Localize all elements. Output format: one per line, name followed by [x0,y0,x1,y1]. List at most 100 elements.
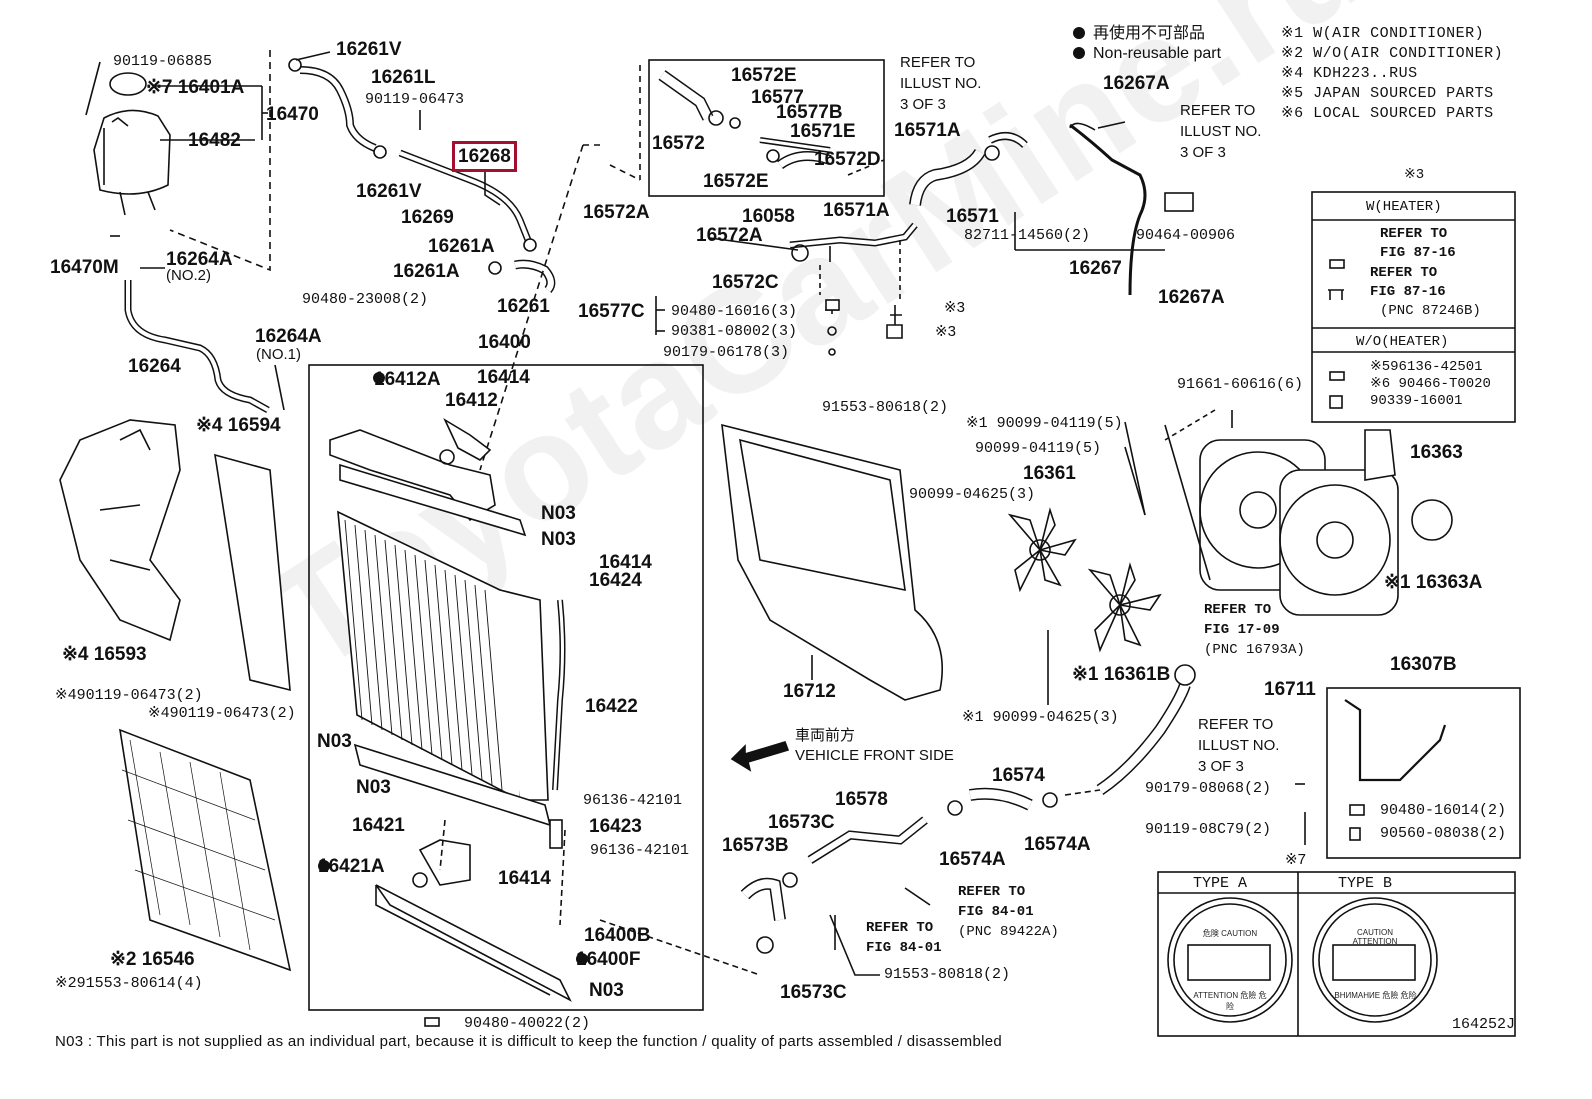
part-16482[interactable]: 16482 [188,130,241,151]
part-90480-23008[interactable]: 90480-23008(2) [302,291,429,308]
part-16414-bottom[interactable]: 16414 [498,868,551,889]
part-91661-60616[interactable]: 91661-60616(6) [1177,376,1304,393]
part-16058[interactable]: 16058 [742,206,795,227]
part-16414-top[interactable]: 16414 [477,367,530,388]
part-90099-04625-ac[interactable]: ※1 90099-04625(3) [962,709,1119,726]
part-16412[interactable]: 16412 [445,390,498,411]
part-90560-08038[interactable]: 90560-08038(2) [1380,825,1507,842]
part-16261A-upper[interactable]: 16261A [428,236,495,257]
heater-wo-line2[interactable]: ※6 90466-T0020 [1370,376,1491,392]
part-16400[interactable]: 16400 [478,332,531,353]
heater-w-fig1[interactable]: FIG 87-16 [1380,245,1456,261]
part-16363[interactable]: 16363 [1410,442,1463,463]
part-16573C-bottom[interactable]: 16573C [780,982,847,1003]
part-N03-c[interactable]: N03 [317,731,352,752]
part-16593[interactable]: ※4 16593 [62,644,147,665]
part-16361B[interactable]: ※1 16361B [1072,664,1171,685]
part-90381-08002[interactable]: 90381-08002(3) [671,323,798,340]
part-16424[interactable]: 16424 [589,570,642,591]
part-90464-00906[interactable]: 90464-00906 [1136,227,1236,244]
part-16261V-top[interactable]: 16261V [336,39,402,60]
part-90179-06178[interactable]: 90179-06178(3) [663,344,790,361]
part-16594[interactable]: ※4 16594 [196,415,281,436]
part-16577B[interactable]: 16577B [776,102,843,123]
part-90480-40022[interactable]: 90480-40022(2) [464,1015,591,1032]
part-N03-e[interactable]: N03 [589,980,624,1001]
part-16268-highlighted[interactable]: 16268 [452,141,517,172]
part-16470[interactable]: 16470 [266,104,319,125]
part-16572C[interactable]: 16572C [712,272,779,293]
part-16546[interactable]: ※2 16546 [110,949,195,970]
part-16264A-no1[interactable]: 16264A [255,326,322,347]
part-16712[interactable]: 16712 [783,681,836,702]
part-96136-42101-a[interactable]: 96136-42101 [583,792,683,809]
part-N03-b[interactable]: N03 [541,529,576,550]
part-N03-a[interactable]: N03 [541,503,576,524]
part-16577C[interactable]: 16577C [578,301,645,322]
part-N03-d[interactable]: N03 [356,777,391,798]
part-16572A-b[interactable]: 16572A [696,225,763,246]
part-16578[interactable]: 16578 [835,789,888,810]
part-16422[interactable]: 16422 [585,696,638,717]
part-16571[interactable]: 16571 [946,206,999,227]
part-90119-06473[interactable]: 90119-06473 [365,91,465,108]
part-16261A-lower[interactable]: 16261A [393,261,460,282]
part-16264[interactable]: 16264 [128,356,181,377]
part-16400F[interactable]: 16400F [576,949,641,970]
heater-w-fig2[interactable]: FIG 87-16 [1370,284,1446,300]
part-16572E-b[interactable]: 16572E [703,171,769,192]
part-16574[interactable]: 16574 [992,765,1045,786]
part-16267A-top[interactable]: 16267A [1103,73,1170,94]
part-16571A-b[interactable]: 16571A [894,120,961,141]
part-16414-mid[interactable]: 16414 [599,552,652,573]
part-90119-08C79[interactable]: 90119-08C79(2) [1145,821,1272,838]
part-91553-80618[interactable]: 91553-80618(2) [822,399,949,416]
part-90179-08068[interactable]: 90179-08068(2) [1145,780,1272,797]
part-91553-80614[interactable]: ※291553-80614(4) [55,975,203,992]
part-90480-16016[interactable]: 90480-16016(3) [671,303,798,320]
part-16261V-bottom[interactable]: 16261V [356,181,422,202]
part-16423[interactable]: 16423 [589,816,642,837]
part-90099-04625[interactable]: 90099-04625(3) [909,486,1036,503]
heater-w-ref1[interactable]: REFER TO [1380,226,1448,242]
part-16573C-top[interactable]: 16573C [768,812,835,833]
part-91553-80818[interactable]: 91553-80818(2) [884,966,1011,983]
part-16363A[interactable]: ※1 16363A [1384,572,1483,593]
part-16421A[interactable]: 16421A [318,856,385,877]
part-16267A-bottom[interactable]: 16267A [1158,287,1225,308]
part-16401A[interactable]: ※7 16401A [146,77,245,98]
part-16573B[interactable]: 16573B [722,835,789,856]
part-16361[interactable]: 16361 [1023,463,1076,484]
part-90099-04119[interactable]: 90099-04119(5) [975,440,1102,457]
part-16572A-a[interactable]: 16572A [583,202,650,223]
part-16267[interactable]: 16267 [1069,258,1122,279]
part-16269[interactable]: 16269 [401,207,454,228]
part-90099-04119-ac[interactable]: ※1 90099-04119(5) [966,415,1123,432]
part-16400B[interactable]: 16400B [584,925,651,946]
part-16572D[interactable]: 16572D [814,149,881,170]
part-16571E[interactable]: 16571E [790,121,856,142]
part-16574A-left[interactable]: 16574A [939,849,1006,870]
part-90119-06473-left[interactable]: ※490119-06473(2) [55,687,203,704]
part-16470M[interactable]: 16470M [50,257,119,278]
part-16412A[interactable]: 16412A [374,369,441,390]
heater-w-ref2[interactable]: REFER TO [1370,265,1438,281]
heater-wo-line3[interactable]: 90339-16001 [1370,393,1463,409]
part-90119-06473-right[interactable]: ※490119-06473(2) [148,705,296,722]
part-82711-14560[interactable]: 82711-14560(2) [964,227,1091,244]
part-90119-06885[interactable]: 90119-06885 [113,53,213,70]
part-16571A-a[interactable]: 16571A [823,200,890,221]
part-16264A-no2[interactable]: 16264A [166,249,233,270]
part-16261[interactable]: 16261 [497,296,550,317]
part-16572E-a[interactable]: 16572E [731,65,797,86]
part-16261L[interactable]: 16261L [371,67,436,88]
part-16572[interactable]: 16572 [652,133,705,154]
part-16574A-right[interactable]: 16574A [1024,834,1091,855]
part-16711[interactable]: 16711 [1264,679,1316,700]
